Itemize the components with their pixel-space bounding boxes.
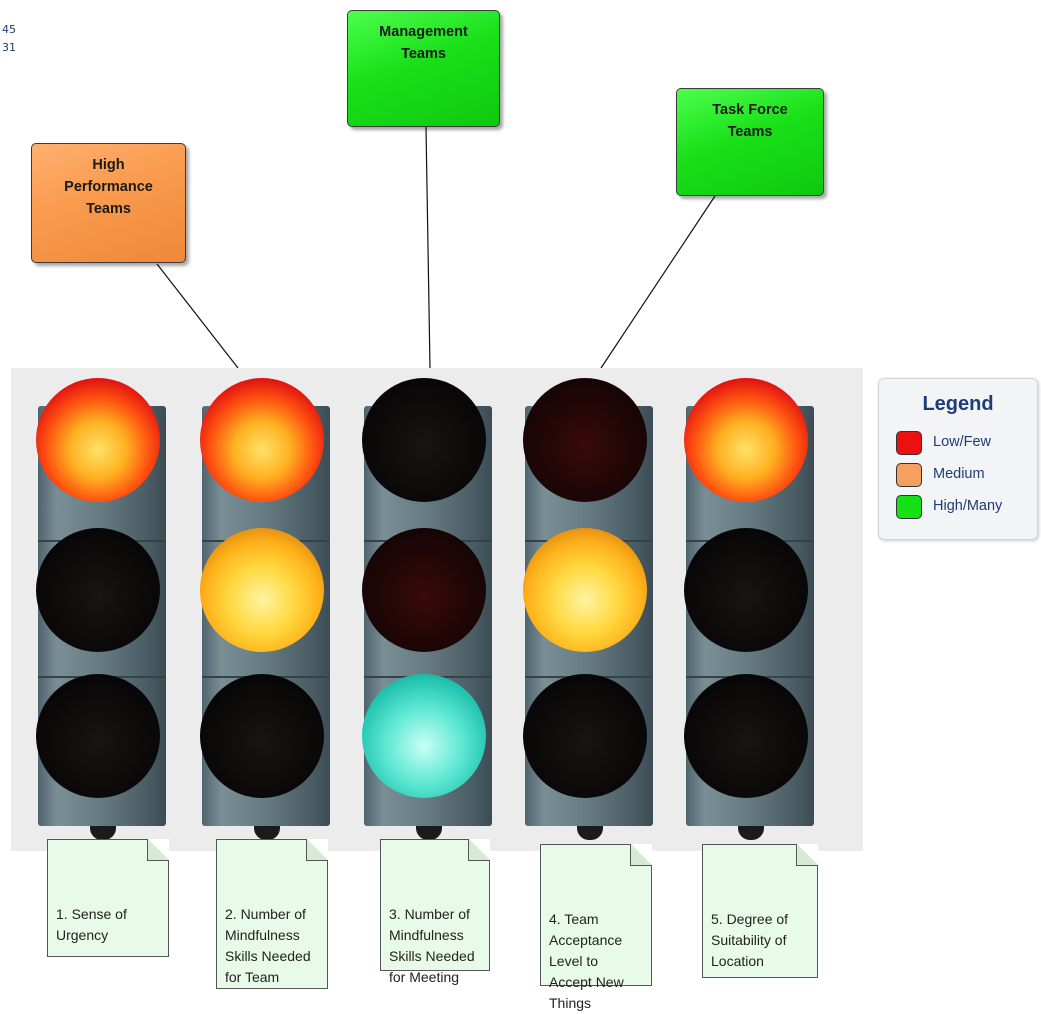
light-pole-mount <box>254 826 280 840</box>
note-team-acceptance[interactable]: 4. Team Acceptance Level to Accept New T… <box>540 844 652 1011</box>
amber-lamp-off <box>362 528 486 652</box>
connector-lines <box>156 126 716 369</box>
traffic-light-1[interactable] <box>8 368 178 848</box>
legend-label: High/Many <box>933 498 1003 514</box>
amber-lamp-on <box>200 528 324 652</box>
red-lamp-on <box>36 378 160 502</box>
management-teams-box[interactable]: Management Teams <box>347 10 500 127</box>
red-lamp-on <box>684 378 808 502</box>
legend-label: Low/Few <box>933 434 992 450</box>
note-fold-corner <box>147 839 169 861</box>
note-fold-corner <box>306 839 328 861</box>
amber-lamp-off <box>36 528 160 652</box>
light-pole-mount <box>416 826 442 840</box>
legend-swatch-red <box>896 431 922 455</box>
traffic-light-5[interactable] <box>656 368 826 848</box>
note-mindfulness-skills-meeting[interactable]: 3. Number of Mindfulness Skills Needed f… <box>380 839 490 985</box>
note-text: 3. Number of Mindfulness Skills Needed f… <box>389 906 475 985</box>
note-text: 2. Number of Mindfulness Skills Needed f… <box>225 906 311 985</box>
note-fold-corner <box>796 844 818 866</box>
red-lamp-off <box>523 378 647 502</box>
green-lamp-off <box>523 674 647 798</box>
legend-title: Legend <box>922 393 994 415</box>
amber-lamp-off <box>684 528 808 652</box>
note-mindfulness-skills-team[interactable]: 2. Number of Mindfulness Skills Needed f… <box>216 839 328 989</box>
note-fold-corner <box>630 844 652 866</box>
counter-number-2: 31 <box>2 41 16 54</box>
green-lamp-off <box>684 674 808 798</box>
note-text: 4. Team Acceptance Level to Accept New T… <box>549 911 624 1011</box>
connector-management <box>425 126 431 369</box>
red-lamp-off <box>362 378 486 502</box>
legend-box[interactable]: Legend Low/Few Medium High/Many <box>878 378 1038 540</box>
high-performance-teams-box[interactable]: High Performance Teams <box>31 143 186 263</box>
note-text: 1. Sense of Urgency <box>56 906 127 943</box>
note-suitability-of-location[interactable]: 5. Degree of Suitability of Location <box>702 844 818 978</box>
light-pole-mount <box>90 826 116 840</box>
note-fold-corner <box>468 839 490 861</box>
green-lamp-off <box>200 674 324 798</box>
traffic-light-3[interactable] <box>334 368 504 848</box>
task-force-teams-box[interactable]: Task Force Teams <box>676 88 824 196</box>
counter-number-1: 45 <box>2 23 16 36</box>
traffic-light-4[interactable] <box>495 368 665 848</box>
legend-swatch-orange <box>896 463 922 487</box>
connector-high-performance <box>156 263 239 369</box>
light-pole-mount <box>738 826 764 840</box>
legend-swatch-green <box>896 495 922 519</box>
note-sense-of-urgency[interactable]: 1. Sense of Urgency <box>47 839 169 957</box>
red-lamp-on <box>200 378 324 502</box>
green-lamp-off <box>36 674 160 798</box>
traffic-light-2[interactable] <box>172 368 342 848</box>
green-lamp-on <box>362 674 486 798</box>
legend-label: Medium <box>933 466 985 482</box>
amber-lamp-on <box>523 528 647 652</box>
note-text: 5. Degree of Suitability of Location <box>711 911 789 969</box>
light-pole-mount <box>577 826 603 840</box>
connector-task-force <box>600 195 716 369</box>
